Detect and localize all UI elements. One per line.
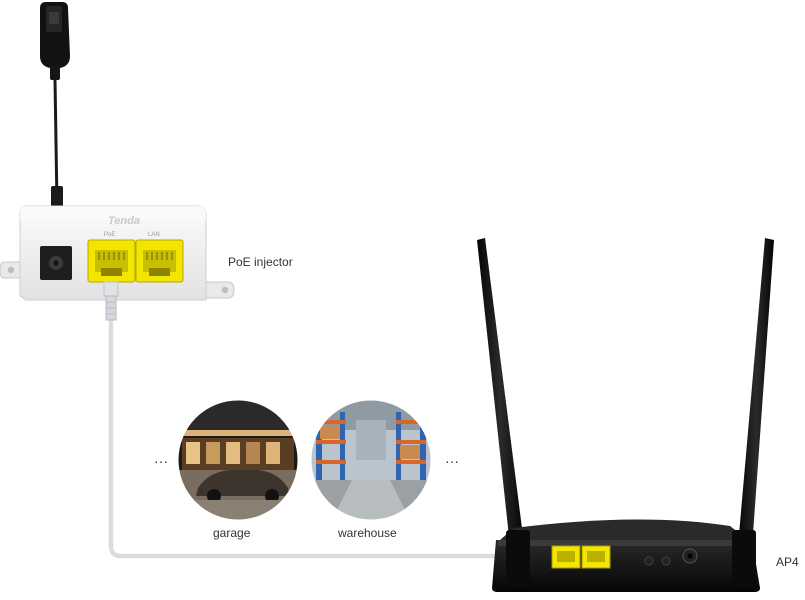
power-cable <box>53 79 59 206</box>
ellipsis-right: ··· <box>445 453 459 469</box>
ellipsis-left: ··· <box>154 453 168 469</box>
ap-label: AP4 <box>776 555 799 569</box>
cable-connector-top <box>103 281 119 321</box>
poe-port <box>87 239 136 283</box>
ethernet-cable <box>108 317 515 559</box>
port-label-lan: LAN <box>148 232 160 238</box>
ap-lan-port-2 <box>581 545 611 569</box>
poe-injector-label: PoE injector <box>228 255 293 269</box>
brand-logo: Tenda <box>108 215 140 227</box>
power-adapter <box>40 2 70 80</box>
reset-button <box>644 556 654 566</box>
port-label-poe: PoE <box>104 232 115 238</box>
warehouse-photo <box>311 400 431 520</box>
lan-port <box>135 239 184 283</box>
antenna-right <box>738 238 774 548</box>
ap-lan-port-1 <box>551 545 581 569</box>
access-point <box>477 238 774 592</box>
garage-photo <box>178 400 298 520</box>
extender-button <box>661 556 671 566</box>
antenna-left <box>477 238 524 546</box>
garage-label: garage <box>213 526 251 540</box>
warehouse-label: warehouse <box>337 526 397 540</box>
ap-power-jack <box>682 548 698 564</box>
poe-injector: Tenda PoE LAN <box>0 205 235 301</box>
